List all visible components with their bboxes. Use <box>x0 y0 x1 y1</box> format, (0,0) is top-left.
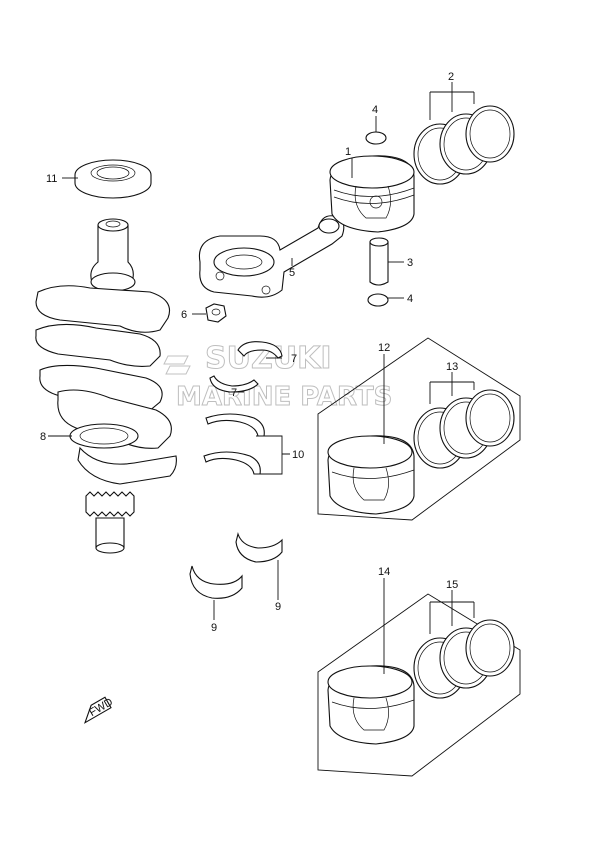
label-14: 14 <box>378 566 390 578</box>
label-9-left: 9 <box>211 622 217 634</box>
part-2-piston-rings <box>413 105 515 185</box>
label-11: 11 <box>46 173 57 185</box>
fwd-label: FWD <box>87 696 115 719</box>
part-10-main-bearing-2 <box>203 451 261 475</box>
label-7-bottom: 7 <box>231 387 237 399</box>
label-12: 12 <box>378 342 390 354</box>
label-5: 5 <box>289 267 295 279</box>
part-6-rod-nut <box>205 303 227 323</box>
leader-lines <box>48 82 475 674</box>
label-6: 6 <box>181 309 187 321</box>
part-1-piston <box>329 155 415 233</box>
label-4-top: 4 <box>372 104 378 116</box>
label-9-right: 9 <box>275 601 281 613</box>
callout-labels: 1 2 3 4 4 5 6 7 7 8 9 9 10 11 12 13 14 1… <box>40 71 458 634</box>
box-14-piston-set <box>317 593 521 777</box>
part-10-main-bearing-1 <box>205 413 265 437</box>
label-7-top: 7 <box>291 353 297 365</box>
label-15: 15 <box>446 579 458 591</box>
part-9-thrust-bearing-1 <box>235 532 283 563</box>
part-3-piston-pin <box>369 237 389 286</box>
fwd-arrow-icon: FWD <box>83 696 115 724</box>
part-11-oil-seal <box>74 159 152 199</box>
label-2: 2 <box>448 71 454 83</box>
box-12-piston-set <box>317 337 521 521</box>
part-7-bearing-lower <box>209 375 259 393</box>
label-10: 10 <box>292 449 304 461</box>
label-8: 8 <box>40 431 46 443</box>
label-4-bottom: 4 <box>407 293 413 305</box>
label-13: 13 <box>446 361 458 373</box>
label-1: 1 <box>345 146 351 158</box>
part-9-thrust-bearing-2 <box>189 565 243 599</box>
part-8-crankshaft <box>35 218 177 554</box>
label-3: 3 <box>407 257 413 269</box>
part-4-circlip-top <box>365 131 387 145</box>
part-5-connecting-rod <box>198 215 345 298</box>
part-4-circlip-bottom <box>367 293 389 307</box>
watermark-subtitle: MARINE PARTS <box>176 382 392 412</box>
